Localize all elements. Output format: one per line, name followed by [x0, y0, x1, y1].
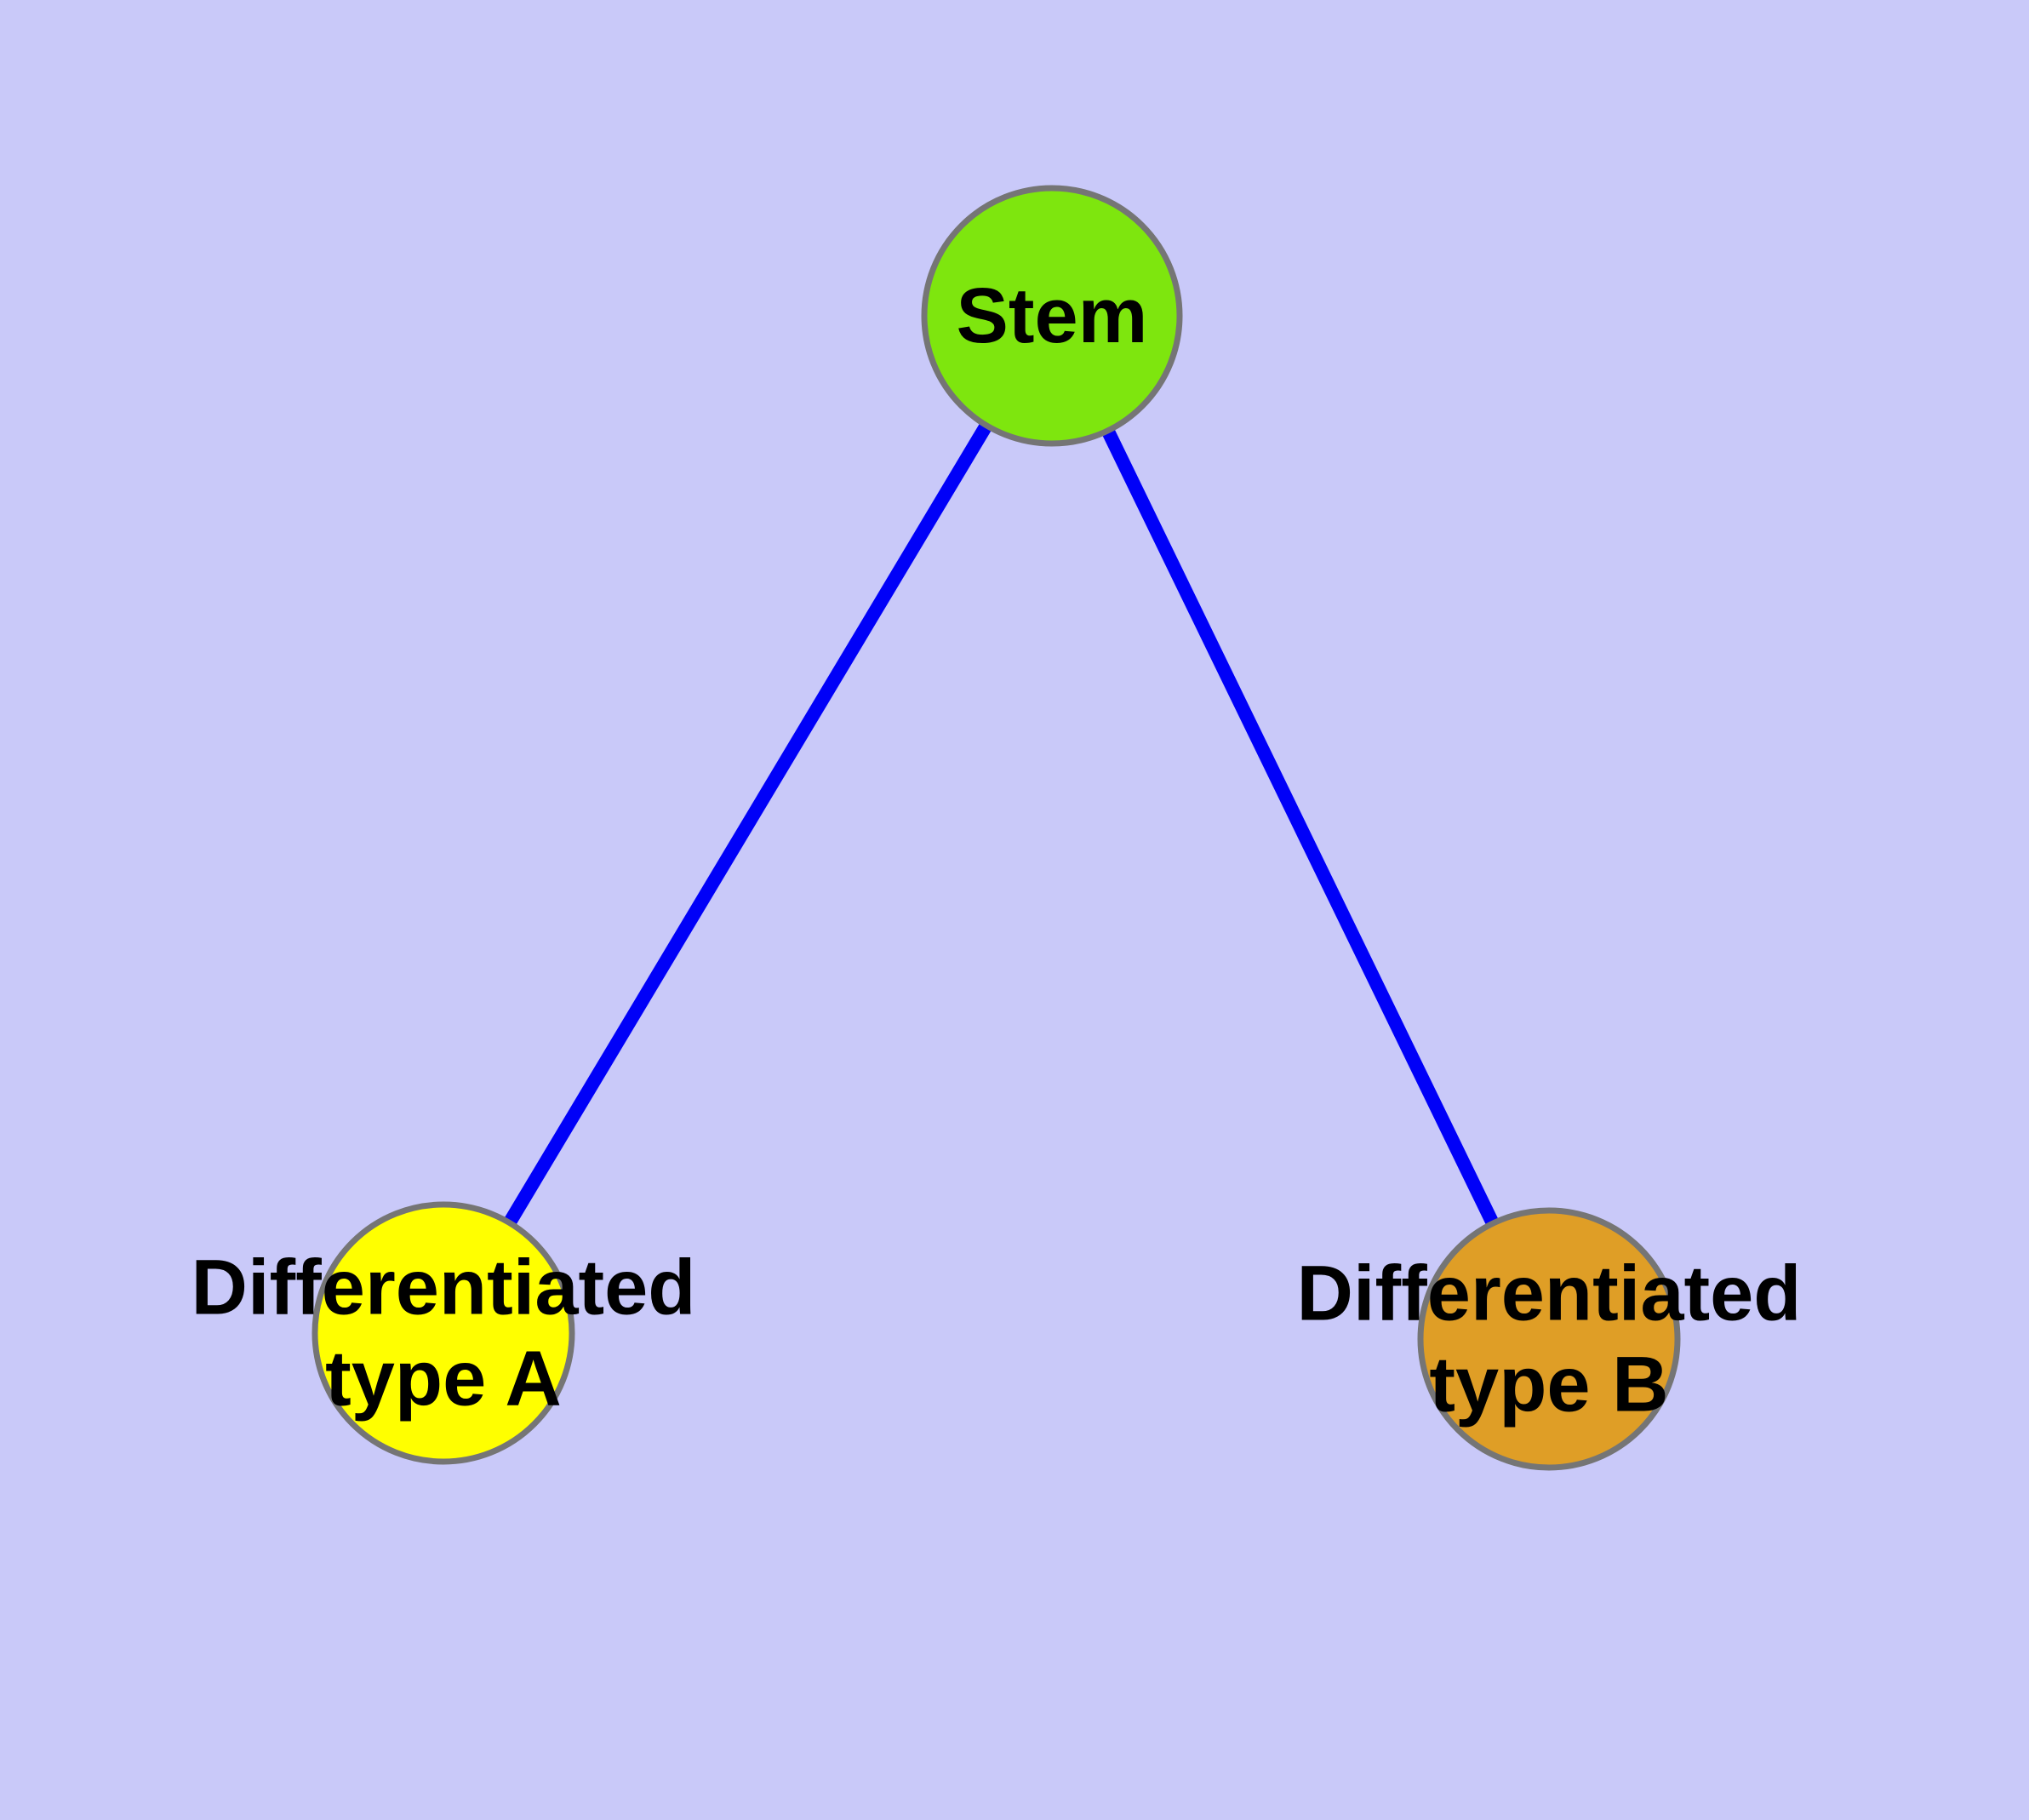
node-label-stem: Stem: [957, 272, 1148, 359]
edge-stem-to-diff-type-b: [1045, 312, 1556, 1342]
edge-stem-to-diff-type-a: [437, 312, 1058, 1337]
node-stem: [921, 185, 1183, 447]
edge-layer: [437, 312, 1556, 1342]
node-layer: [311, 185, 1681, 1471]
node-diff-type-a: [311, 1201, 575, 1465]
node-diff-type-b: [1417, 1207, 1681, 1471]
